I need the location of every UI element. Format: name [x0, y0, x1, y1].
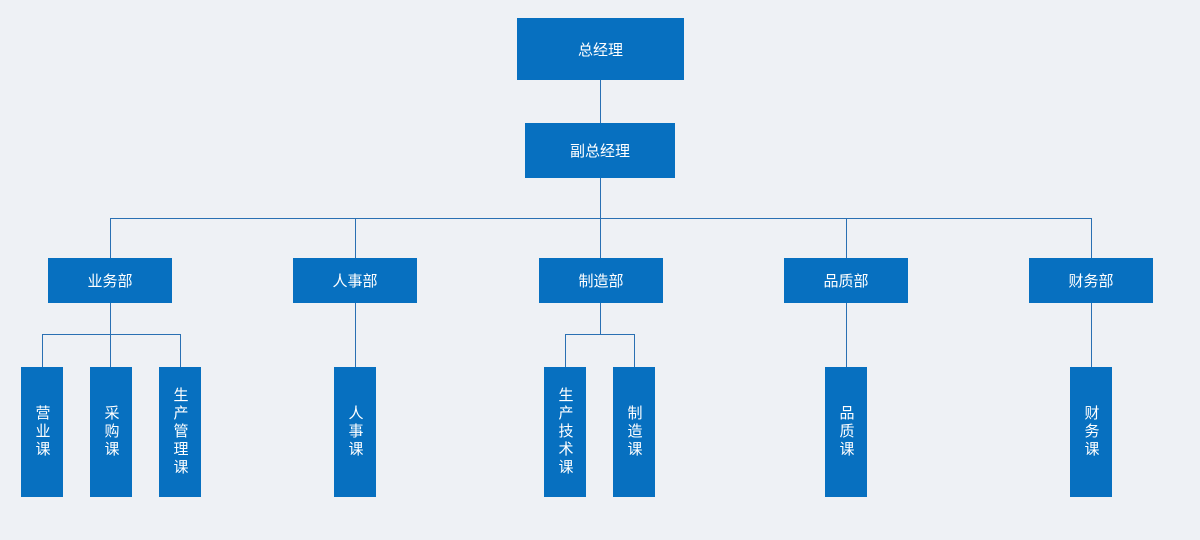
connector-dept3-down — [600, 303, 601, 334]
connector-dept1-sec2 — [110, 334, 111, 367]
section-label: 采购课 — [102, 405, 121, 459]
section-box-purchasing: 采购课 — [90, 367, 132, 497]
connector-dept1-sec3 — [180, 334, 181, 367]
connector-dept-1 — [110, 218, 111, 258]
section-label: 人事课 — [346, 405, 365, 459]
connector-dept-3 — [600, 218, 601, 258]
section-box-finance: 财务课 — [1070, 367, 1112, 497]
department-box-business: 业务部 — [48, 258, 172, 303]
connector-deputy-to-bus — [600, 178, 601, 218]
department-label: 品质部 — [823, 272, 869, 290]
department-box-finance: 财务部 — [1029, 258, 1153, 303]
connector-dept1-bus — [42, 334, 181, 335]
department-label: 人事部 — [332, 272, 378, 290]
section-box-production-management: 生产管理课 — [159, 367, 201, 497]
connector-top-to-deputy — [600, 80, 601, 123]
department-box-quality: 品质部 — [784, 258, 908, 303]
section-box-sales: 营业课 — [21, 367, 63, 497]
section-box-quality: 品质课 — [825, 367, 867, 497]
connector-dept3-sec1 — [565, 334, 566, 367]
department-label: 业务部 — [87, 272, 133, 290]
section-box-production-tech: 生产技术课 — [544, 367, 586, 497]
connector-dept3-sec2 — [634, 334, 635, 367]
connector-dept5-down — [1091, 303, 1092, 367]
section-label: 营业课 — [33, 405, 52, 459]
department-box-manufacturing: 制造部 — [539, 258, 663, 303]
department-label: 制造部 — [578, 272, 624, 290]
connector-dept4-down — [846, 303, 847, 367]
deputy-general-manager-label: 副总经理 — [569, 142, 630, 160]
connector-dept-5 — [1091, 218, 1092, 258]
connector-dept1-sec1 — [42, 334, 43, 367]
section-box-hr: 人事课 — [334, 367, 376, 497]
connector-dept2-down — [355, 303, 356, 367]
general-manager-box: 总经理 — [517, 18, 684, 80]
section-label: 生产技术课 — [556, 387, 575, 477]
deputy-general-manager-box: 副总经理 — [525, 123, 675, 178]
department-label: 财务部 — [1068, 272, 1114, 290]
section-label: 财务课 — [1082, 405, 1101, 459]
section-label: 品质课 — [837, 405, 856, 459]
connector-dept3-bus — [565, 334, 635, 335]
general-manager-label: 总经理 — [577, 40, 623, 59]
department-box-hr: 人事部 — [293, 258, 417, 303]
section-label: 制造课 — [625, 405, 644, 459]
connector-dept-bus — [110, 218, 1092, 219]
section-label: 生产管理课 — [171, 387, 190, 477]
section-box-manufacturing: 制造课 — [613, 367, 655, 497]
connector-dept1-down — [110, 303, 111, 334]
connector-dept-2 — [355, 218, 356, 258]
connector-dept-4 — [846, 218, 847, 258]
